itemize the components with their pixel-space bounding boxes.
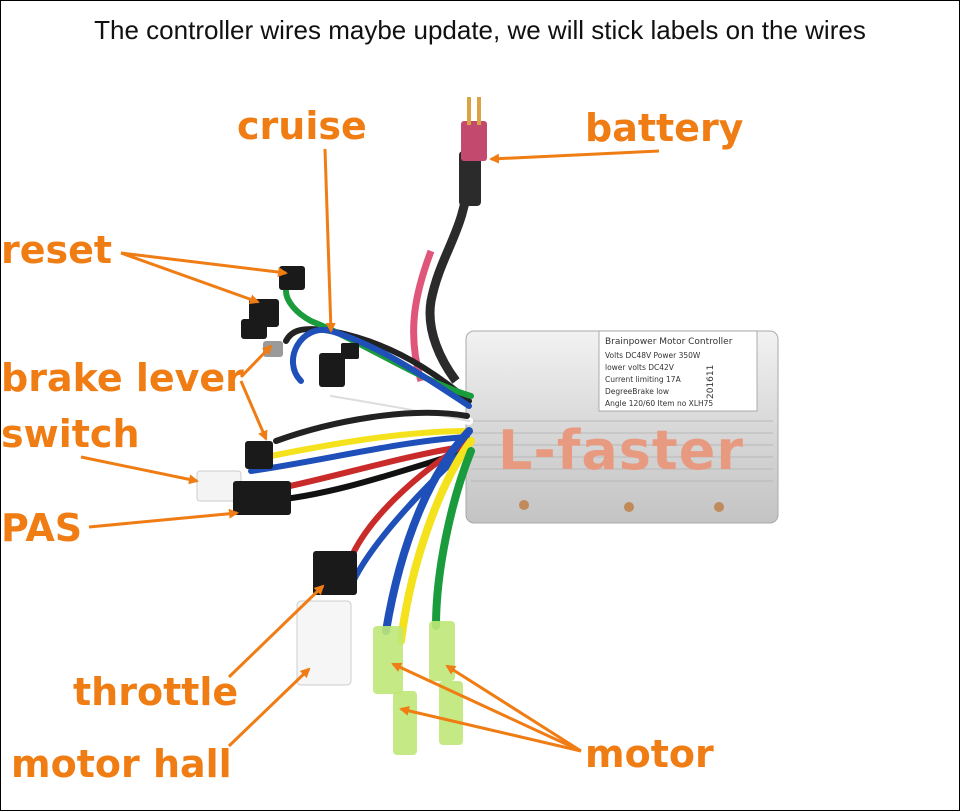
label-switch: switch [1,415,140,453]
arrow-motor-a [393,664,581,751]
plate-line: Angle 120/60 Item no XLH75 [605,398,753,410]
arrow-motor-c [401,709,581,751]
arrow-cruise [325,149,331,331]
arrow-pas [89,513,237,527]
plate-line: DegreeBrake low [605,386,753,398]
label-pas: PAS [1,509,82,547]
brand-watermark: L-faster [498,419,744,482]
label-cruise: cruise [237,107,367,145]
arrow-switch [81,457,197,481]
label-battery: battery [585,109,743,147]
motor-phase-blue [373,626,403,694]
pas-connector [233,481,291,515]
brake-connector-b [263,341,283,357]
reset-connector-a [279,266,305,290]
plate-line: lower volts DC42V [605,362,753,374]
label-reset: reset [1,231,112,269]
plate-line: Current limiting 17A [605,374,753,386]
controller-rating-plate: Brainpower Motor Controller Volts DC48V … [605,336,753,410]
plate-title: Brainpower Motor Controller [605,336,753,348]
motor-phase-yellow [393,691,417,755]
arrow-brake-a [241,346,271,377]
label-throttle: throttle [73,673,238,711]
plate-line: Volts DC48V Power 350W [605,350,753,362]
label-brake-lever: brake lever [1,359,244,397]
brake-connector-a [241,319,267,339]
arrow-motor-hall [229,669,309,746]
arrow-motor-b [447,666,581,751]
label-motor: motor [585,735,714,773]
motor-phase-green-top [429,621,455,681]
cruise-connector [319,353,345,387]
switch-connector-black [245,441,273,469]
serial-number: 201611 [706,365,716,399]
label-motor-hall: motor hall [11,745,232,783]
arrow-battery [491,151,659,159]
arrow-brake-b [241,381,266,439]
cruise-plug [341,343,359,359]
